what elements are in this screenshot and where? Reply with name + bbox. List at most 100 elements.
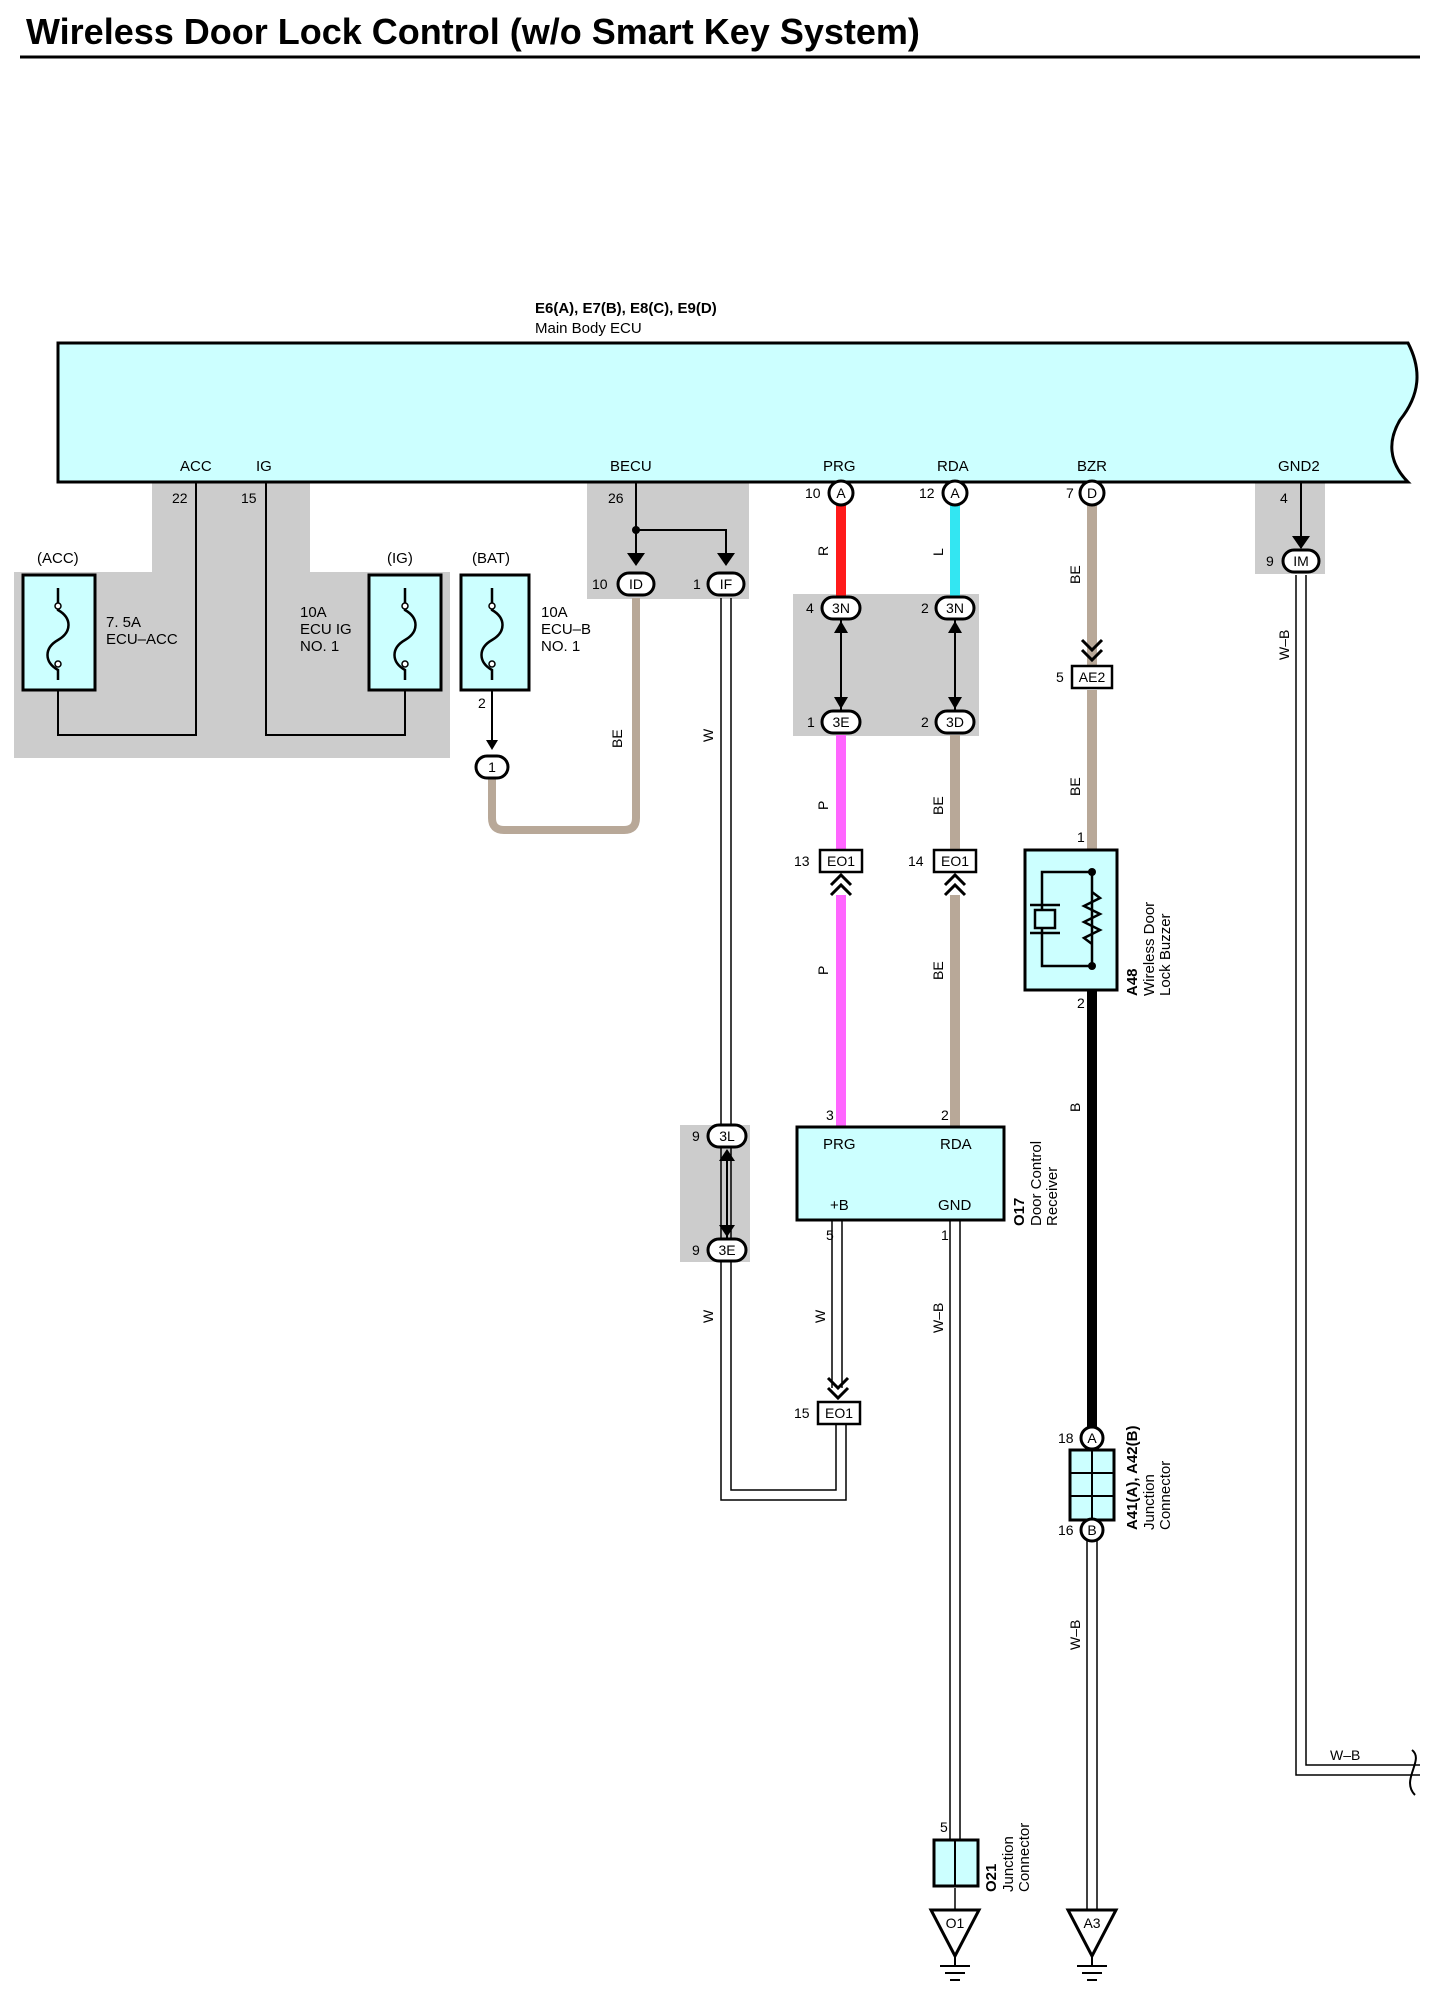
connector-eo1-prg-pin: 13 [794, 853, 810, 869]
pin-num-ig: 15 [241, 490, 257, 506]
connector-ae2: AE2 5 [1056, 638, 1114, 690]
fuse-ig-terminal-top [401, 602, 409, 610]
connector-eo1-rda: EO1 14 [908, 848, 978, 897]
pin-num-bzr: 7 [1066, 485, 1074, 501]
connector-3e-w-code: 3E [718, 1242, 735, 1258]
acc-ig-wires [57, 482, 493, 748]
connector-id-oval [616, 571, 656, 597]
ground-a3-triangle-icon [1065, 1908, 1119, 1960]
o21-ref: O21 [983, 1864, 1000, 1892]
wire-label-gnd2: W–B [1276, 630, 1292, 660]
connector-im-pin: 9 [1266, 553, 1274, 569]
pin-label-rda: RDA [937, 458, 969, 475]
wire-acc [57, 482, 197, 736]
wire-label-w-lower: W [700, 1309, 716, 1323]
connector-3n-rda-pin: 2 [921, 600, 929, 616]
wire-receiver-b-white [831, 1220, 843, 1388]
connector-im-oval [1281, 548, 1321, 574]
terminal-prg-letter: A [836, 485, 846, 501]
fuse-bat-terminal-top [488, 602, 496, 610]
buzzer-ref: A48 [1124, 968, 1141, 996]
fuse-ig-rating: 10A [300, 604, 327, 621]
shade-acc-ig [14, 482, 450, 758]
wire-gnd2-outer [1295, 575, 1420, 1776]
junction-terminal-b-letter: B [1087, 1522, 1096, 1538]
pin-num-rda: 12 [919, 485, 935, 501]
connector-3e-prg-code: 3E [832, 714, 849, 730]
connector-3e-prg-arrow-icon [834, 697, 848, 709]
connector-if: IF 1 [693, 553, 746, 597]
ecu-ref-label: E6(A), E7(B), E8(C), E9(D) [535, 300, 717, 317]
connector-eo1-rda-code: EO1 [941, 853, 969, 869]
wire-label-becu: BE [609, 729, 625, 748]
receiver-label-gnd: GND [938, 1197, 972, 1214]
fuse-bat-box [459, 573, 531, 692]
connector-3d-rda: 3D 2 [921, 697, 976, 735]
connector-3e-prg-oval [820, 709, 862, 735]
fuse-ig-element [393, 588, 417, 680]
fuse-bat-element [480, 588, 504, 680]
connector-eo1-b-pin: 15 [794, 1405, 810, 1421]
terminal-prg [827, 479, 855, 507]
connector-3n-prg-oval [820, 595, 862, 621]
junction-terminal-a-pin: 18 [1058, 1430, 1074, 1446]
connector-im: IM 9 [1266, 536, 1321, 574]
wire-label-prg-mid: P [815, 801, 831, 810]
ground-a3-label: A3 [1083, 1915, 1100, 1931]
connector-3d-rda-oval [934, 709, 976, 735]
fuse-ig-number: NO. 1 [300, 638, 339, 655]
pin-num-prg: 10 [805, 485, 821, 501]
connector-im-code: IM [1293, 553, 1309, 569]
connector-3l-pin: 9 [692, 1128, 700, 1144]
connector-eo1-rda-box [932, 848, 978, 874]
wire-color-labels: R L BE W–B BE W P BE BE P BE B W W W–B W… [609, 546, 1360, 1763]
wire-ig [265, 482, 406, 736]
wire-label-rda-mid: BE [930, 796, 946, 815]
wire-gnd2-wb [1295, 575, 1420, 1776]
fuse-ig: (IG) 10A ECU IG NO. 1 [300, 550, 443, 692]
connector-id-pin: 10 [592, 576, 608, 592]
buzzer-pin1: 1 [1077, 829, 1085, 845]
terminal-rda [941, 479, 969, 507]
junction-1-label: 1 [488, 759, 496, 775]
fuse-acc-element [46, 588, 70, 680]
pin-label-ig: IG [256, 458, 272, 475]
connector-eo1-prg-chevron-icon [829, 872, 853, 887]
wire-becu-split [635, 482, 727, 560]
receiver-box [795, 1125, 1006, 1222]
o21-name-2: Connector [1016, 1823, 1033, 1892]
ground-o1-label: O1 [946, 1915, 965, 1931]
diagram-title: Wireless Door Lock Control (w/o Smart Ke… [26, 11, 920, 52]
connector-3n-rda-arrow-icon [948, 621, 962, 633]
wire-gnd2-inner [1305, 575, 1420, 1766]
connector-if-pin: 1 [693, 576, 701, 592]
wire-jc-to-a3 [1086, 1540, 1098, 1910]
wire-break-mark [1409, 1749, 1417, 1796]
wire-label-gnd-w: W–B [930, 1303, 946, 1333]
buzzer-crystal [1033, 908, 1057, 930]
junction-1-oval [474, 754, 510, 780]
fuse-ig-name: ECU IG [300, 621, 352, 638]
junction-ref: A41(A), A42(B) [1124, 1426, 1141, 1530]
junction-name-2: Connector [1157, 1461, 1174, 1530]
terminal-bzr-letter: D [1087, 485, 1097, 501]
wire-label-b-w: W [812, 1309, 828, 1323]
connector-eo1-b-box [816, 1400, 862, 1426]
connector-3n-rda-oval [934, 595, 976, 621]
connector-3l-code: 3L [719, 1128, 735, 1144]
receiver-name-2: Receiver [1044, 1167, 1061, 1226]
receiver-pin-gnd: 1 [941, 1227, 949, 1243]
o21-name-1: Junction [1000, 1836, 1017, 1892]
connector-eo1-prg-box [818, 848, 864, 874]
connector-3n-prg-pin: 4 [806, 600, 814, 616]
connector-id-arrow-icon [627, 553, 645, 566]
wire-receiver-gnd [949, 1220, 961, 1910]
ecu-name-label: Main Body ECU [535, 320, 642, 337]
wire-becu-beige [488, 598, 640, 834]
connector-ae2-chevron2-icon [1080, 648, 1104, 663]
o21-pin: 5 [940, 1819, 948, 1835]
junction-name-1: Junction [1141, 1474, 1158, 1530]
connector-3n-prg-code: 3N [832, 600, 850, 616]
connector-eo1-prg-code: EO1 [827, 853, 855, 869]
